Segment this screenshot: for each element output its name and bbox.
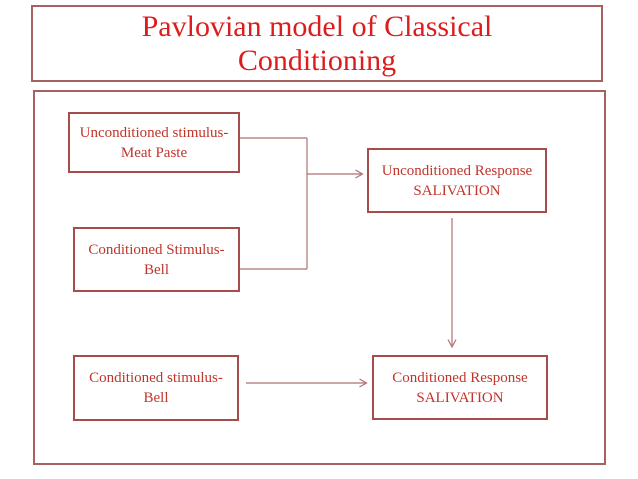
box-unconditioned-response-value: SALIVATION [413,182,501,199]
box-unconditioned-response-label: Unconditioned Response [381,162,533,179]
box-conditioned-stimulus-paired-label: Conditioned Stimulus- [88,241,225,258]
box-unconditioned-response: Unconditioned Response SALIVATION [367,148,547,213]
box-conditioned-stimulus-paired-value: Bell [144,261,169,278]
box-conditioned-response-label: Conditioned Response [392,369,528,386]
slide-title-line-1: Pavlovian model of Classical [141,9,493,43]
slide-title-line-2: Conditioning [237,43,397,77]
box-conditioned-response-value: SALIVATION [416,389,504,406]
box-unconditioned-stimulus-value: Meat Paste [120,144,188,161]
box-conditioned-stimulus-alone: Conditioned stimulus- Bell [73,355,239,421]
box-conditioned-response: Conditioned Response SALIVATION [372,355,548,420]
slide-title-box: Pavlovian model of Classical Conditionin… [31,5,603,82]
box-conditioned-stimulus-paired: Conditioned Stimulus- Bell [73,227,240,292]
diagram-frame [33,90,606,465]
box-unconditioned-stimulus: Unconditioned stimulus- Meat Paste [68,112,240,173]
box-unconditioned-stimulus-label: Unconditioned stimulus- [79,124,229,141]
box-conditioned-stimulus-alone-label: Conditioned stimulus- [89,370,223,386]
box-conditioned-stimulus-alone-value: Bell [143,390,169,406]
